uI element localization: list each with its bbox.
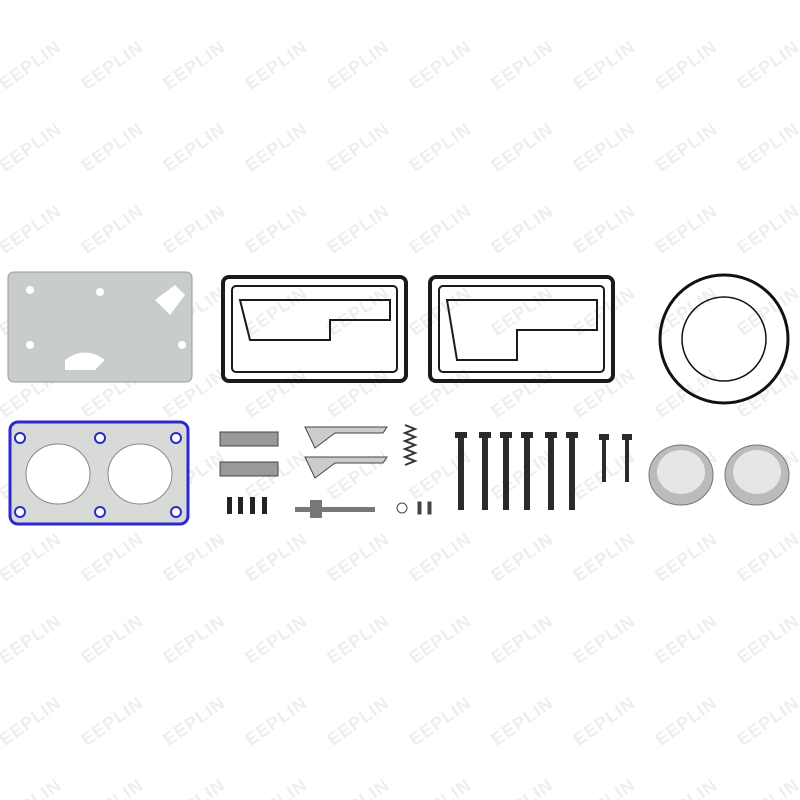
bolts <box>455 432 632 510</box>
valve-plate <box>7 271 193 383</box>
head-gasket-1 <box>221 275 408 383</box>
washers <box>396 501 432 515</box>
o-ring <box>658 273 790 405</box>
head-gasket-2 <box>428 275 615 383</box>
reed-plates <box>219 426 388 479</box>
spring <box>402 424 418 466</box>
small-screws <box>227 497 267 514</box>
pistons-caps <box>648 444 790 506</box>
valve-pin <box>295 500 375 518</box>
valve-plate-gasket <box>8 420 190 526</box>
